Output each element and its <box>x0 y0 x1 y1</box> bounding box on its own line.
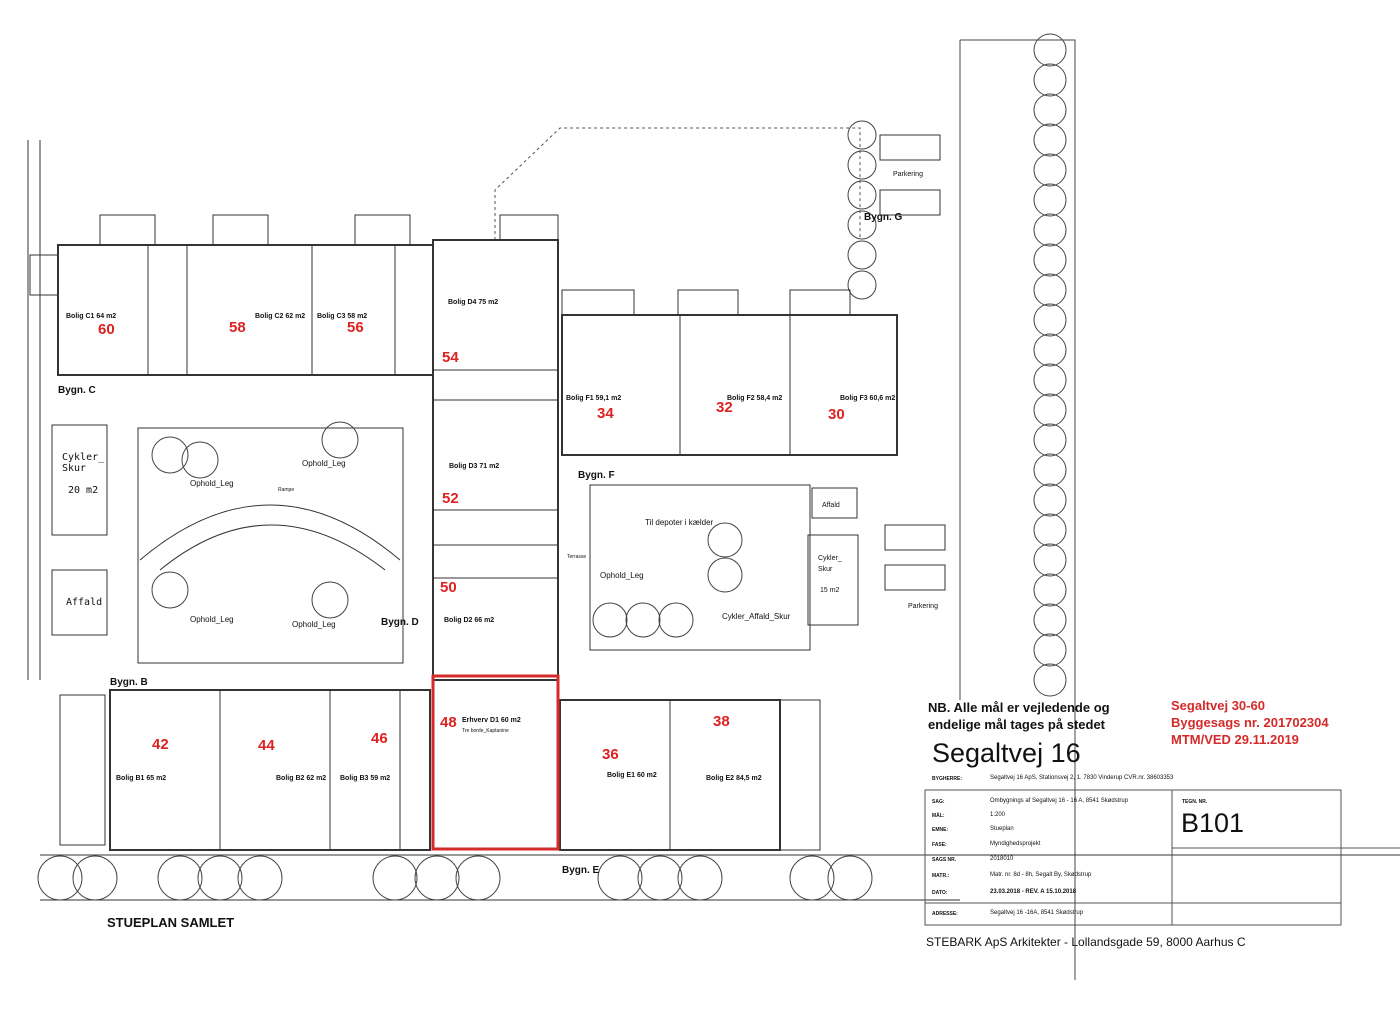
note-line: endelige mål tages på stedet <box>928 717 1106 732</box>
red-note: MTM/VED 29.11.2019 <box>1171 732 1299 747</box>
building-label-g: Bygn. G <box>864 212 903 223</box>
unit-number: 48 <box>440 714 457 731</box>
area-label: Cykler_ <box>62 452 105 463</box>
unit-label: Bolig C3 58 m2 <box>317 313 368 320</box>
unit-number: 46 <box>371 730 388 747</box>
drawing-number: B101 <box>1181 808 1245 838</box>
area-label: Ophold_Leg <box>600 571 644 580</box>
area-label: Ophold_Leg <box>190 479 234 488</box>
unit-number: 34 <box>597 405 614 422</box>
architect-footer: STEBARK ApS Arkitekter - Lollandsgade 59… <box>926 935 1246 949</box>
unit-number: 38 <box>713 713 730 730</box>
area-label: Cykler_ <box>818 555 842 562</box>
bygherre-value: Segaltvej 16 ApS, Stationsvej 2, 1. 7830… <box>990 775 1174 781</box>
tb-row-value: 1:200 <box>990 812 1006 818</box>
unit-number: 60 <box>98 321 115 338</box>
unit-label: Bolig B2 62 m2 <box>276 775 327 782</box>
red-note: Segaltvej 30-60 <box>1171 698 1265 713</box>
area-label: Til depoter i kælder <box>645 518 714 527</box>
unit-label: Bolig F3 60,6 m2 <box>840 395 896 402</box>
unit-sublabel: Tre borde_Kaptanine <box>462 728 509 734</box>
tree-row-street <box>37 421 873 901</box>
tb-row-value: Stueplan <box>990 826 1014 832</box>
area-label: Ophold_Leg <box>302 459 346 468</box>
building-label-f: Bygn. F <box>578 470 615 481</box>
building-label-d: Bygn. D <box>381 617 419 628</box>
unit-label: Bolig E2 84,5 m2 <box>706 775 762 782</box>
unit-number: 44 <box>258 737 275 754</box>
tb-row-value: 2018010 <box>990 856 1014 862</box>
tb-row-label: SAG: <box>932 799 945 805</box>
building-label-c: Bygn. C <box>58 385 96 396</box>
tb-row-label: MATR.: <box>932 873 950 879</box>
tb-row-value: Segaltvej 16 -16A, 8541 Skødstrup <box>990 910 1084 916</box>
unit-label: Erhverv D1 60 m2 <box>462 717 521 724</box>
area-label: Skur <box>62 463 87 474</box>
area-label: Ophold_Leg <box>190 615 234 624</box>
tb-row-value: Myndighedsprojekt <box>990 841 1041 847</box>
unit-number: 32 <box>716 399 733 416</box>
tb-row-value: Ombygnings af Segaltvej 16 - 16 A, 8541 … <box>990 798 1129 804</box>
highlight-erhverv-d1 <box>431 674 560 851</box>
area-label: Skur <box>818 566 833 573</box>
area-label: Affald <box>66 597 103 608</box>
project-title: Segaltvej 16 <box>932 738 1081 768</box>
tb-row-label: EMNE: <box>932 827 949 833</box>
unit-number: 36 <box>602 746 619 763</box>
unit-label: Bolig F2 58,4 m2 <box>727 395 783 402</box>
area-label: Ophold_Leg <box>292 620 336 629</box>
area-label: Parkering <box>893 171 923 178</box>
unit-number: 54 <box>442 349 459 366</box>
building-label-b: Bygn. B <box>110 677 148 688</box>
unit-number: 56 <box>347 319 364 336</box>
unit-number: 30 <box>828 406 845 423</box>
unit-number: 52 <box>442 490 459 507</box>
area-label: Parkering <box>908 603 938 610</box>
drawing-title: STUEPLAN SAMLET <box>107 915 235 930</box>
unit-label: Bolig F1 59,1 m2 <box>566 395 622 402</box>
tb-row-label: MÅL: <box>932 813 945 819</box>
tb-row-label: FASE: <box>932 842 947 848</box>
unit-number: 58 <box>229 319 246 336</box>
area-label: Affald <box>822 502 840 509</box>
area-label: 15 m2 <box>820 587 840 594</box>
red-note: Byggesags nr. 201702304 <box>1171 715 1329 730</box>
title-block-frame <box>924 789 1400 926</box>
tb-row-value: Matr. nr. 8d - 8h, Segalt By, Skødstrup <box>990 872 1092 878</box>
tb-row-label: DATO: <box>932 890 948 896</box>
area-label: Cykler_Affald_Skur <box>722 612 791 621</box>
unit-label: Bolig C2 62 m2 <box>255 313 306 320</box>
unit-label: Bolig D2 66 m2 <box>444 617 495 624</box>
unit-label: Bolig B1 65 m2 <box>116 775 167 782</box>
unit-label: Bolig B3 59 m2 <box>340 775 391 782</box>
tb-row-label: SAGS NR. <box>932 857 957 863</box>
bygherre-label: BYGHERRE: <box>932 776 963 782</box>
unit-label: Bolig D4 75 m2 <box>448 299 499 306</box>
unit-number: 50 <box>440 579 457 596</box>
area-label: Terrasse <box>567 554 587 560</box>
drawing-no-label: TEGN. NR. <box>1182 799 1208 805</box>
unit-number: 42 <box>152 736 169 753</box>
tb-row-value: 23.03.2018 - REV. A 15.10.2018 <box>990 889 1077 895</box>
unit-label: Bolig C1 64 m2 <box>66 313 117 320</box>
area-label: Rampe <box>278 487 295 493</box>
note-line: NB. Alle mål er vejledende og <box>928 700 1110 715</box>
tree-row-right <box>847 33 1067 697</box>
building-label-e: Bygn. E <box>562 865 600 876</box>
unit-label: Bolig D3 71 m2 <box>449 463 500 470</box>
unit-label: Bolig E1 60 m2 <box>607 772 657 779</box>
area-label: 20 m2 <box>68 485 99 496</box>
tb-row-label: ADRESSE: <box>932 911 958 917</box>
